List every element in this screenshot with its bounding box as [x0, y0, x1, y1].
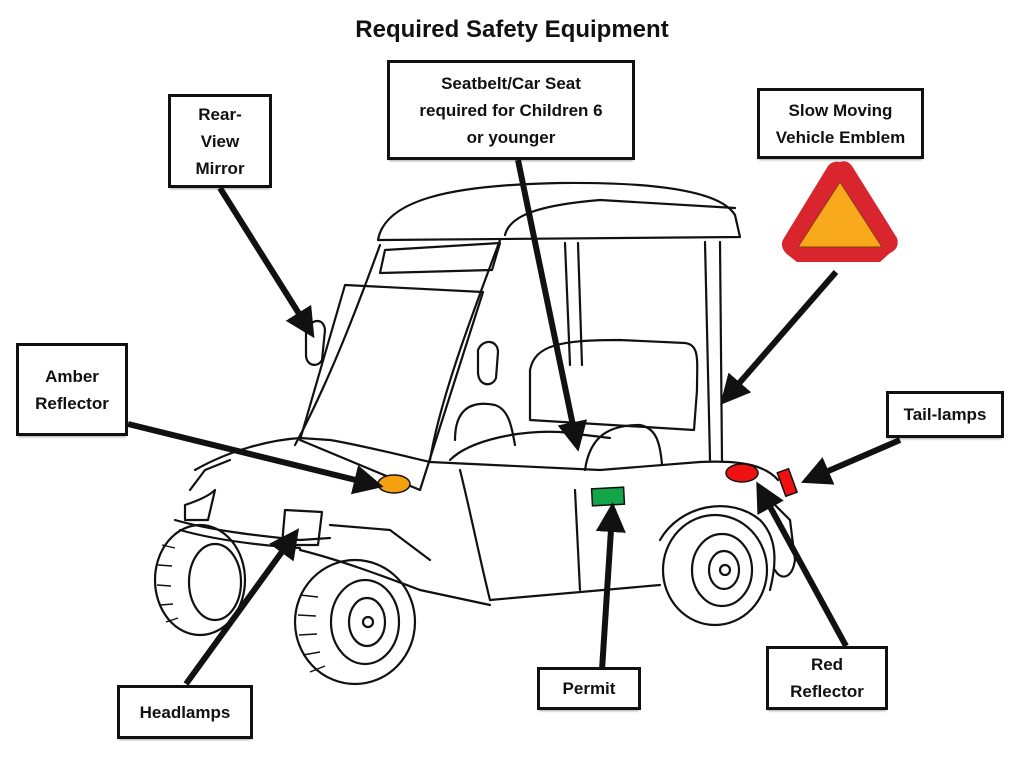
arrow-amber-reflector — [127, 421, 384, 495]
front-wheel-right — [293, 558, 417, 686]
arrow-smv-emblem — [720, 270, 839, 406]
arrow-seatbelt — [515, 159, 588, 452]
label-amber-reflector: Amber Reflector — [16, 343, 128, 436]
cart-roof — [376, 181, 742, 242]
front-lamp-left — [183, 488, 217, 522]
amber-reflector — [377, 474, 411, 494]
arrow-rear-view-mirror — [217, 186, 315, 339]
front-wheel-left — [153, 523, 247, 637]
arrow-tail-lamps — [800, 437, 902, 485]
arrow-permit — [595, 502, 626, 671]
seat-back — [528, 338, 699, 432]
label-seatbelt: Seatbelt/Car Seat required for Children … — [387, 60, 635, 160]
slow-moving-vehicle-emblem — [781, 161, 898, 262]
windshield-top — [378, 241, 502, 275]
label-smv-emblem: Slow Moving Vehicle Emblem — [757, 88, 924, 159]
cart-outline — [153, 181, 797, 686]
label-tail-lamps: Tail-lamps — [886, 391, 1004, 438]
rear-wheel — [661, 513, 769, 627]
label-headlamps: Headlamps — [117, 685, 253, 739]
diagram-title: Required Safety Equipment — [355, 16, 669, 43]
tail-lamp — [776, 467, 799, 498]
permit-sticker — [590, 486, 626, 507]
windshield — [298, 283, 485, 492]
left-mirror — [304, 319, 327, 366]
tire-treads — [156, 544, 326, 673]
label-rear-view-mirror: Rear- View Mirror — [168, 94, 272, 188]
label-red-reflector: Red Reflector — [766, 646, 888, 710]
arrow-red-reflector — [756, 481, 849, 648]
label-permit: Permit — [537, 667, 641, 710]
red-reflector — [725, 463, 759, 483]
right-mirror — [476, 340, 500, 386]
leader-arrows — [127, 159, 902, 686]
arrow-headlamps — [183, 528, 300, 686]
